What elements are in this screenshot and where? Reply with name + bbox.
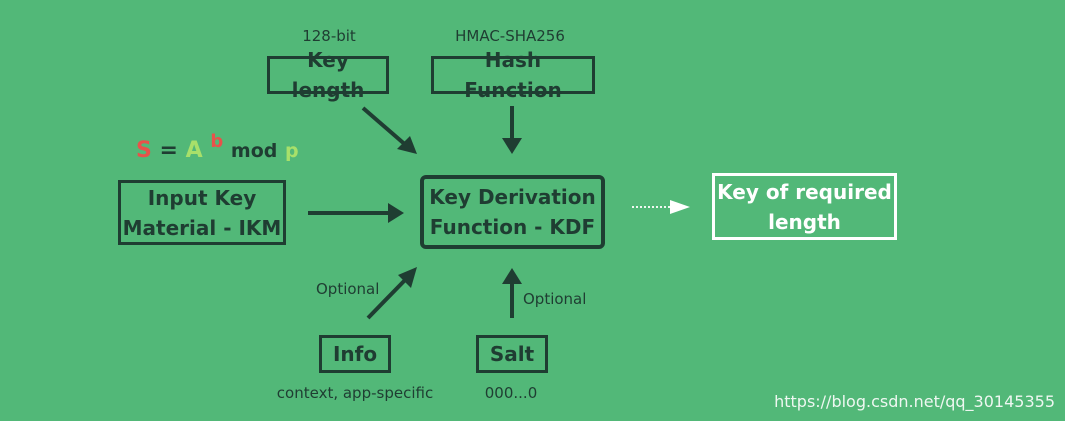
ikm-label-line1: Input Key bbox=[147, 185, 257, 210]
dh-formula: S = A b mod p bbox=[136, 133, 299, 163]
salt-value: 000...0 bbox=[484, 384, 538, 402]
kdf-label-line2: Function - KDF bbox=[429, 215, 596, 239]
hash-function-box: Hash Function bbox=[431, 48, 595, 102]
formula-exponent-b: b bbox=[210, 131, 224, 152]
formula-p: p bbox=[285, 140, 299, 162]
info-box: Info bbox=[319, 335, 391, 373]
arrowhead-keylength bbox=[397, 136, 417, 154]
arrow-info-to-kdf bbox=[366, 275, 410, 320]
salt-label: Salt bbox=[489, 342, 535, 366]
key-length-value: 128-bit bbox=[302, 27, 356, 45]
hash-function-value: HMAC-SHA256 bbox=[455, 27, 565, 45]
arrow-keylength-to-kdf bbox=[361, 106, 410, 149]
kdf-box: Key Derivation Function - KDF bbox=[420, 175, 605, 249]
kdf-label-line1: Key Derivation bbox=[429, 185, 596, 209]
watermark-url: https://blog.csdn.net/qq_30145355 bbox=[774, 392, 1055, 411]
output-label-line1: Key of required bbox=[717, 179, 892, 204]
hash-function-label: Hash Function bbox=[464, 48, 562, 102]
salt-box: Salt bbox=[476, 335, 548, 373]
info-optional-label: Optional bbox=[316, 280, 380, 298]
key-length-label: Key length bbox=[291, 48, 365, 102]
ikm-label-line2: Material - IKM bbox=[122, 215, 282, 240]
info-label: Info bbox=[332, 342, 378, 366]
salt-optional-label: Optional bbox=[523, 290, 587, 308]
arrowhead-salt bbox=[502, 268, 522, 284]
arrowhead-hash bbox=[502, 138, 522, 154]
formula-a: A bbox=[185, 138, 203, 163]
ikm-box: Input Key Material - IKM bbox=[118, 180, 286, 245]
output-label-line2: length bbox=[768, 209, 841, 234]
formula-s: S bbox=[136, 138, 152, 163]
output-key-box: Key of required length bbox=[712, 173, 897, 240]
formula-mod: mod bbox=[230, 140, 278, 162]
info-value: context, app-specific bbox=[276, 384, 434, 402]
arrowhead-ikm bbox=[388, 203, 404, 223]
arrowhead-output bbox=[670, 200, 690, 214]
formula-equals: = bbox=[159, 138, 178, 163]
key-length-box: Key length bbox=[267, 48, 389, 102]
arrowhead-info bbox=[398, 267, 417, 288]
